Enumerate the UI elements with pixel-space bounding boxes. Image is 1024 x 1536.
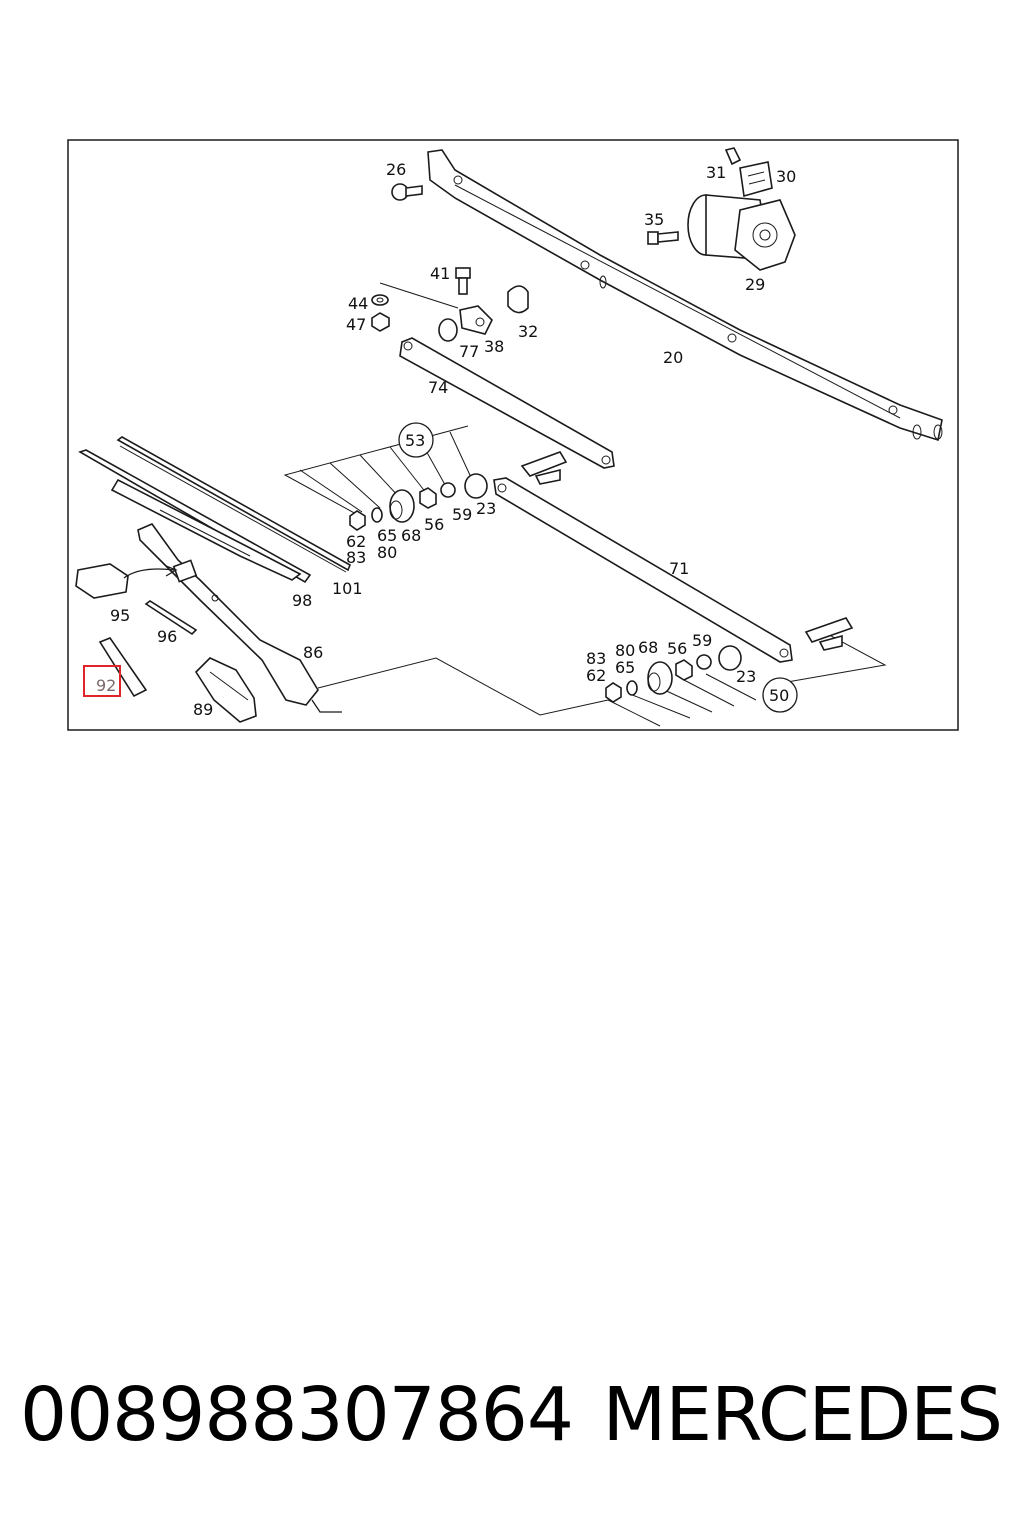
callout-label: 20 — [663, 348, 683, 367]
callout-label: 74 — [428, 378, 448, 397]
terminal-31 — [724, 147, 742, 166]
hardware-group-50 — [605, 617, 887, 727]
connector-30 — [739, 161, 773, 198]
callout-label: 80 — [377, 543, 397, 562]
callout-label: 30 — [776, 167, 796, 186]
callout-ring-50 — [762, 677, 798, 713]
callout-label: 68 — [401, 526, 421, 545]
pin-96 — [144, 600, 198, 636]
callout-label: 95 — [110, 606, 130, 625]
callout-label: 23 — [736, 667, 756, 686]
callout-label: 53 — [405, 431, 425, 450]
callout-label: 68 — [638, 638, 658, 657]
callout-label: 77 — [459, 342, 479, 361]
highlight-box — [83, 665, 121, 697]
callout-label: 65 — [377, 526, 397, 545]
bracket-38 — [459, 305, 493, 335]
callout-label: 83 — [346, 548, 366, 567]
callout-label: 47 — [346, 315, 366, 334]
linkage-bar-20 — [427, 149, 943, 442]
callout-label: 80 — [615, 641, 635, 660]
callout-label: 101 — [332, 579, 363, 598]
callout-label: 26 — [386, 160, 406, 179]
cover-89 — [194, 657, 257, 723]
link-rod-71 — [493, 477, 793, 663]
callout-label: 41 — [430, 264, 450, 283]
clip-95 — [75, 563, 178, 599]
insert-92 — [98, 637, 148, 698]
cap-32 — [507, 285, 529, 314]
callout-label: 23 — [476, 499, 496, 518]
wiper-blade-101 — [116, 436, 352, 573]
link-rod-74 — [399, 337, 615, 469]
callout-label: 35 — [644, 210, 664, 229]
callout-label: 32 — [518, 322, 538, 341]
wiper-arm-86 — [137, 523, 342, 713]
callout-label: 96 — [157, 627, 177, 646]
callout-label: 62 — [586, 666, 606, 685]
brand-name: MERCEDES — [602, 1372, 1003, 1458]
callout-label: 71 — [669, 559, 689, 578]
callout-label: 44 — [348, 294, 368, 313]
bushing-77 — [438, 318, 458, 342]
washer-44 — [371, 294, 389, 306]
wiper-blade-98 — [78, 449, 312, 584]
wiper-motor-29 — [687, 194, 796, 271]
callout-label: 56 — [424, 515, 444, 534]
callout-label: 59 — [692, 631, 712, 650]
callout-label: 98 — [292, 591, 312, 610]
callout-label: 56 — [667, 639, 687, 658]
wiper-parts-diagram: 26 31 30 35 29 41 44 47 32 77 38 20 74 5… — [67, 139, 959, 731]
footer: 008988307864 MERCEDES — [0, 1372, 1024, 1482]
hardware-group-53 — [283, 425, 568, 531]
callout-label: 89 — [193, 700, 213, 719]
callout-label: 83 — [586, 649, 606, 668]
callout-label: 50 — [769, 686, 789, 705]
callout-label: 65 — [615, 658, 635, 677]
callout-label: 59 — [452, 505, 472, 524]
bolt-41 — [455, 267, 471, 295]
callout-label: 86 — [303, 643, 323, 662]
part-number: 008988307864 — [20, 1372, 574, 1458]
callout-ring-53 — [398, 422, 434, 458]
bolt-26 — [391, 183, 423, 201]
callout-label-highlighted: 92 — [96, 676, 116, 695]
callout-label: 29 — [745, 275, 765, 294]
callout-label: 31 — [706, 163, 726, 182]
callout-label: 62 — [346, 532, 366, 551]
nut-47 — [371, 312, 390, 332]
bolt-35 — [647, 231, 679, 245]
callout-label: 38 — [484, 337, 504, 356]
